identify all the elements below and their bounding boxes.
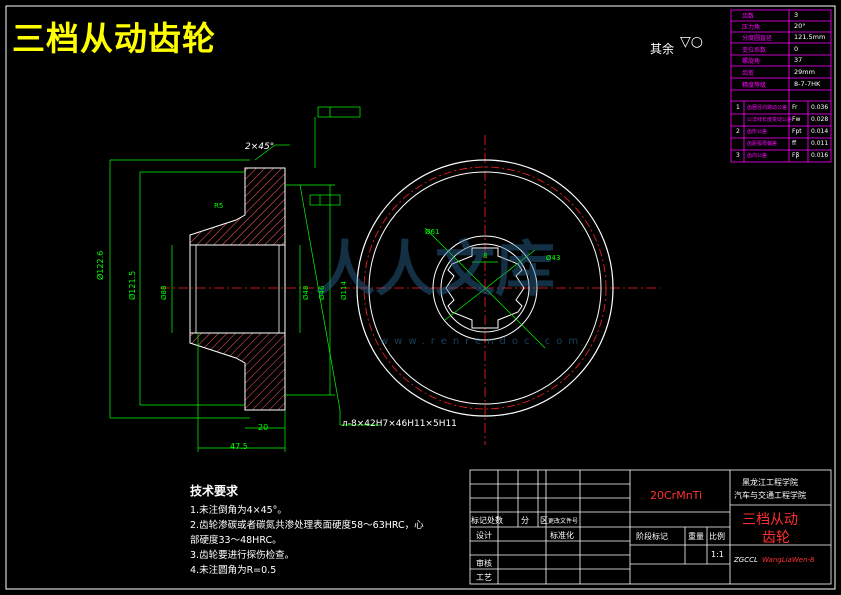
param-value: 121.5mm [794,33,826,41]
tech-req-item: 1.未注倒角为4×45°。 [190,505,287,516]
tech-req-title: 技术要求 [190,484,239,498]
front-view [340,135,660,445]
od-dim: Ø122.6 [96,250,105,280]
param-value: 3 [794,11,799,19]
tol-group: 1 [736,104,740,111]
part-name-2: 齿轮 [762,530,790,546]
front-dim-1: Ø61 [425,228,440,236]
front-dim-2: Ø43 [546,254,561,262]
tol-symbol: Fw [792,116,801,123]
tb-code: ZGCCL [734,556,758,564]
param-name: 分度圆直径 [742,35,773,42]
tol-value: 0.014 [811,128,829,135]
param-name: 齿数 [742,13,755,20]
param-value: 37 [794,56,803,64]
tol-symbol: Fr [792,104,798,111]
roughness-icon: ▽○ [680,34,703,50]
tol-value: 0.028 [811,116,829,123]
tol-value: 0.016 [811,152,829,159]
tol-name: 齿距极限偏差 [747,141,778,147]
radius-dim: R5 [214,202,224,210]
tb-weight: 重量 [688,532,704,541]
section-view [109,106,380,452]
school-name: 黑龙江工程学院 [742,478,798,487]
param-value: 0 [794,45,799,53]
param-value: 29mm [794,68,815,76]
tech-req-item: 3.齿轮要进行探伤检查。 [190,550,295,561]
param-name: 变位系数 [742,47,767,54]
department-name: 汽车与交通工程学院 [734,491,806,500]
roughness-note: 其余 [650,42,675,56]
tol-group: 3 [736,152,740,159]
spline-callout: л-8×42H7×46H11×5H11 [342,419,457,429]
tol-name: 齿圈径向跳动公差 [747,105,788,111]
tb-code-2: WangLiaWen-8 [762,556,815,564]
hub-dim-2: Ø48 [302,285,310,300]
tb-design: 设计 [476,531,492,540]
tb-zone: 区 [540,516,548,525]
drawing-title: 三档从动齿轮 [12,19,216,58]
tol-symbol: ff [792,140,797,147]
length-dim: 47.5 [230,442,248,451]
title-block [469,469,832,585]
tb-mark: 标记处数 [471,516,503,525]
tol-symbol: Fβ [792,152,800,159]
tech-req-item: 部硬度33～48HRC。 [190,535,282,546]
param-value: 8-7-7HK [794,80,821,88]
tol-value: 0.011 [811,140,829,147]
tb-scale-val: 1:1 [711,550,724,559]
tol-name: 公法线长度变动公差 [747,117,793,123]
tech-req-item: 4.未注圆角为R=0.5 [190,565,277,576]
watermark-logo: 人人文库 [315,235,555,305]
hub-dim: Ø88 [160,285,168,300]
part-name: 三档从动 [742,512,798,528]
watermark-url: www.renrendoc.com [380,336,585,347]
width-dim: 20 [258,423,269,432]
tol-group: 2 [736,128,740,135]
param-name: 压力角 [742,24,761,31]
tol-value: 0.036 [811,104,829,111]
param-name: 螺旋角 [742,58,761,65]
tb-review: 审核 [476,559,492,568]
param-value: 20° [794,22,806,30]
pd-dim: Ø121.5 [128,270,137,300]
front-dim-3: 8 [483,252,488,260]
param-name: 齿宽 [742,70,755,77]
od2-dim: Ø114 [340,281,348,300]
tb-split: 分 [521,516,529,525]
tol-symbol: Fpt [792,128,802,135]
parameter-table [730,9,832,163]
tol-name: 齿向公差 [747,153,768,159]
tb-standard: 标准化 [550,531,574,540]
tb-process: 工艺 [476,573,492,582]
param-name: 精度等级 [742,82,767,89]
tb-stage: 阶段标记 [636,532,668,541]
drawing-frame [5,5,836,590]
tb-scale: 比例 [709,532,725,541]
tb-change-doc: 更改文件号 [548,518,579,525]
material: 20CrMnTi [650,489,703,502]
bore-dim: Ø46 [318,285,326,300]
tech-req-item: 2.齿轮渗碳或者碳氮共渗处理表面硬度58～63HRC，心 [190,520,424,531]
chamfer-dim: 2×45° [245,142,275,152]
tol-name: 齿形公差 [747,129,768,135]
